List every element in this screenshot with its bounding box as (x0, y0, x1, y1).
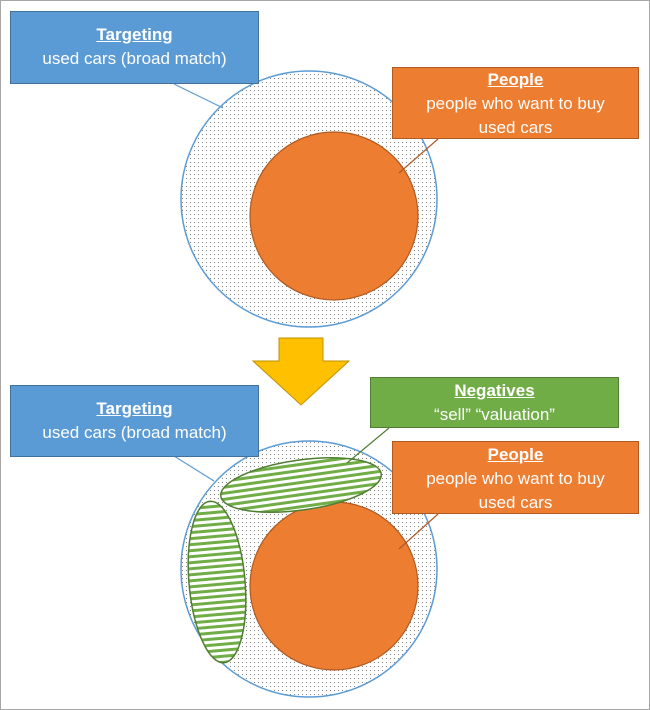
negatives-heading: Negatives (454, 381, 535, 400)
people-heading: People (487, 445, 544, 464)
people-text-line2: used cars (478, 118, 553, 137)
down-arrow-icon (251, 337, 351, 406)
people-text-line1: people who want to buy (426, 94, 605, 113)
targeting-label-bottom: Targeting used cars (broad match) (10, 385, 259, 457)
negatives-ellipse-top (219, 457, 383, 513)
targeting-heading: Targeting (96, 25, 173, 44)
targeting-connector-top (173, 83, 224, 109)
targeting-text: used cars (broad match) (42, 423, 227, 442)
targeting-label-top: Targeting used cars (broad match) (10, 11, 259, 84)
people-label-top: People people who want to buy used cars (392, 67, 639, 139)
targeting-heading: Targeting (96, 399, 173, 418)
people-heading: People (487, 70, 544, 89)
people-text-line1: people who want to buy (426, 469, 605, 488)
people-connector-bottom (398, 513, 439, 550)
targeting-text: used cars (broad match) (42, 49, 227, 68)
people-connector-top (398, 138, 439, 174)
people-circle-top (249, 131, 419, 301)
negatives-text: “sell” “valuation” (434, 405, 555, 424)
people-text-line2: used cars (478, 493, 553, 512)
targeting-connector-bottom (173, 455, 215, 482)
people-label-bottom: People people who want to buy used cars (392, 441, 639, 514)
negatives-connector (346, 427, 390, 464)
negatives-ellipse-left (187, 500, 247, 664)
people-circle-bottom (249, 501, 419, 671)
negatives-label: Negatives “sell” “valuation” (370, 377, 619, 428)
